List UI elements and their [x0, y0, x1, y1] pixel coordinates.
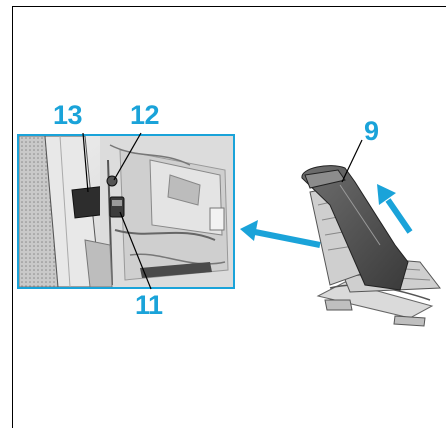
seat-illustration — [301, 139, 441, 327]
leader-12 — [113, 132, 142, 181]
callout-9: 9 — [364, 116, 379, 146]
callout-11: 11 — [135, 290, 163, 320]
arrow-up-right-icon — [377, 184, 413, 234]
callout-13: 13 — [53, 100, 83, 130]
arrow-left-icon — [240, 220, 321, 248]
detail-view — [17, 132, 235, 290]
leader-13 — [82, 132, 89, 193]
leader-9 — [341, 139, 363, 183]
part-9-backrest-shell — [301, 165, 409, 291]
callout-12: 12 — [130, 100, 160, 130]
leader-11 — [119, 211, 152, 290]
page-frame — [12, 6, 446, 428]
